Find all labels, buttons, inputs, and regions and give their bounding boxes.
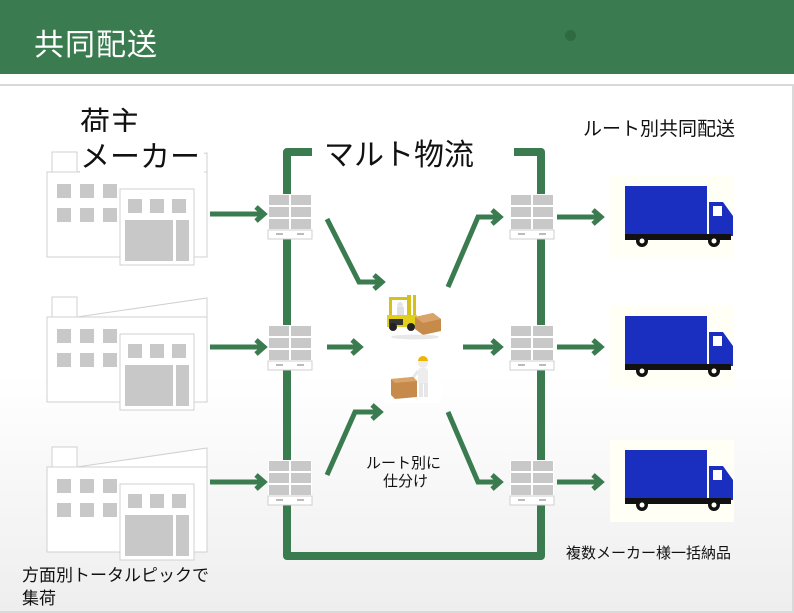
center-label: マルト物流: [318, 130, 480, 174]
forklift-icon: [385, 295, 445, 341]
bulk-delivery-label: 複数メーカー様一括納品: [566, 544, 732, 562]
arrow-right-icon: [324, 403, 384, 477]
pickup-label-line2: 集荷: [22, 589, 56, 609]
pickup-label-line1: 方面別トータルピックで: [22, 566, 209, 586]
truck-icon-3: [610, 440, 734, 522]
arrow-right-icon: [210, 205, 268, 223]
pallet-rack-icon: [509, 459, 555, 506]
factory-icon-2: [46, 296, 208, 411]
worker-with-box-icon: [385, 355, 441, 403]
arrow-right-icon: [327, 338, 364, 356]
header-bar: 共同配送: [0, 0, 794, 74]
arrow-right-icon: [445, 411, 504, 491]
shipper-label-line2: メーカー: [80, 132, 204, 176]
arrow-right-icon: [210, 473, 268, 491]
pallet-rack-icon: [267, 193, 313, 240]
arrow-right-icon: [557, 208, 605, 226]
truck-icon-2: [610, 306, 734, 388]
pallet-rack-icon: [509, 324, 555, 371]
arrow-right-icon: [557, 473, 605, 491]
arrow-right-icon: [557, 338, 605, 356]
pallet-rack-icon: [509, 193, 555, 240]
pallet-rack-icon: [267, 459, 313, 506]
pallet-rack-icon: [267, 324, 313, 371]
header-dot: [565, 30, 576, 41]
center-loop-line: [283, 148, 545, 560]
sorting-label-line2: 仕分け: [383, 472, 429, 490]
arrow-right-icon: [445, 208, 504, 288]
truck-icon-1: [610, 176, 734, 258]
factory-icon-3: [46, 446, 208, 561]
arrow-right-icon: [324, 217, 386, 291]
sorting-label-line1: ルート別に: [366, 454, 442, 472]
arrow-right-icon: [210, 338, 268, 356]
page-title: 共同配送: [34, 28, 158, 63]
arrow-right-icon: [463, 338, 504, 356]
route-delivery-label: ルート別共同配送: [583, 118, 736, 140]
